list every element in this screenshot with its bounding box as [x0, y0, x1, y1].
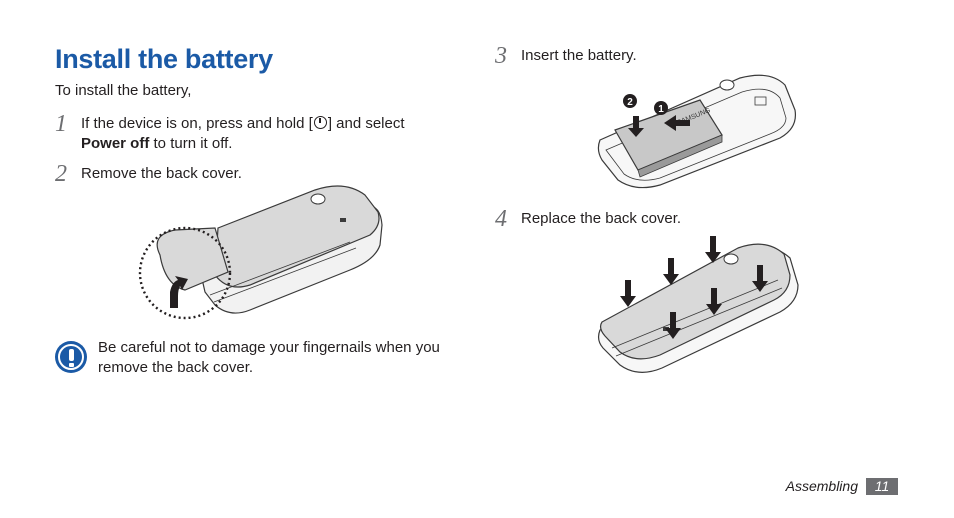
power-key-icon — [313, 116, 327, 129]
caution-icon-dot — [69, 363, 74, 367]
step-1-text: If the device is on, press and hold [ ] a… — [81, 114, 461, 154]
caution-line-1: Be careful not to damage your fingernail… — [98, 339, 440, 356]
step-4-text: Replace the back cover. — [521, 210, 682, 227]
step-1-number: 1 — [55, 111, 67, 137]
step-1-text-before: If the device is on, press and hold [ — [81, 115, 313, 132]
footer-section-label: Assembling — [785, 478, 858, 494]
caution-line-2: remove the back cover. — [98, 359, 254, 376]
intro-text: To install the battery, — [55, 82, 192, 99]
step-3-text: Insert the battery. — [521, 47, 637, 64]
step-3-number: 3 — [495, 43, 507, 69]
step-1-text-after: ] and select — [327, 115, 405, 132]
caution-icon-bar — [69, 349, 74, 361]
step-2-text: Remove the back cover. — [81, 165, 242, 182]
page-number-badge: 11 — [866, 478, 898, 495]
callout-2: 2 — [627, 97, 633, 108]
step-2-number: 2 — [55, 161, 67, 187]
step-4-number: 4 — [495, 206, 507, 232]
caution-text: Be careful not to damage your fingernail… — [98, 338, 478, 378]
caution-icon — [55, 341, 87, 373]
step-1-text-end: to turn it off. — [149, 135, 233, 152]
page-title: Install the battery — [55, 44, 273, 74]
callout-1: 1 — [658, 104, 664, 115]
power-off-option: Power off — [81, 135, 150, 152]
